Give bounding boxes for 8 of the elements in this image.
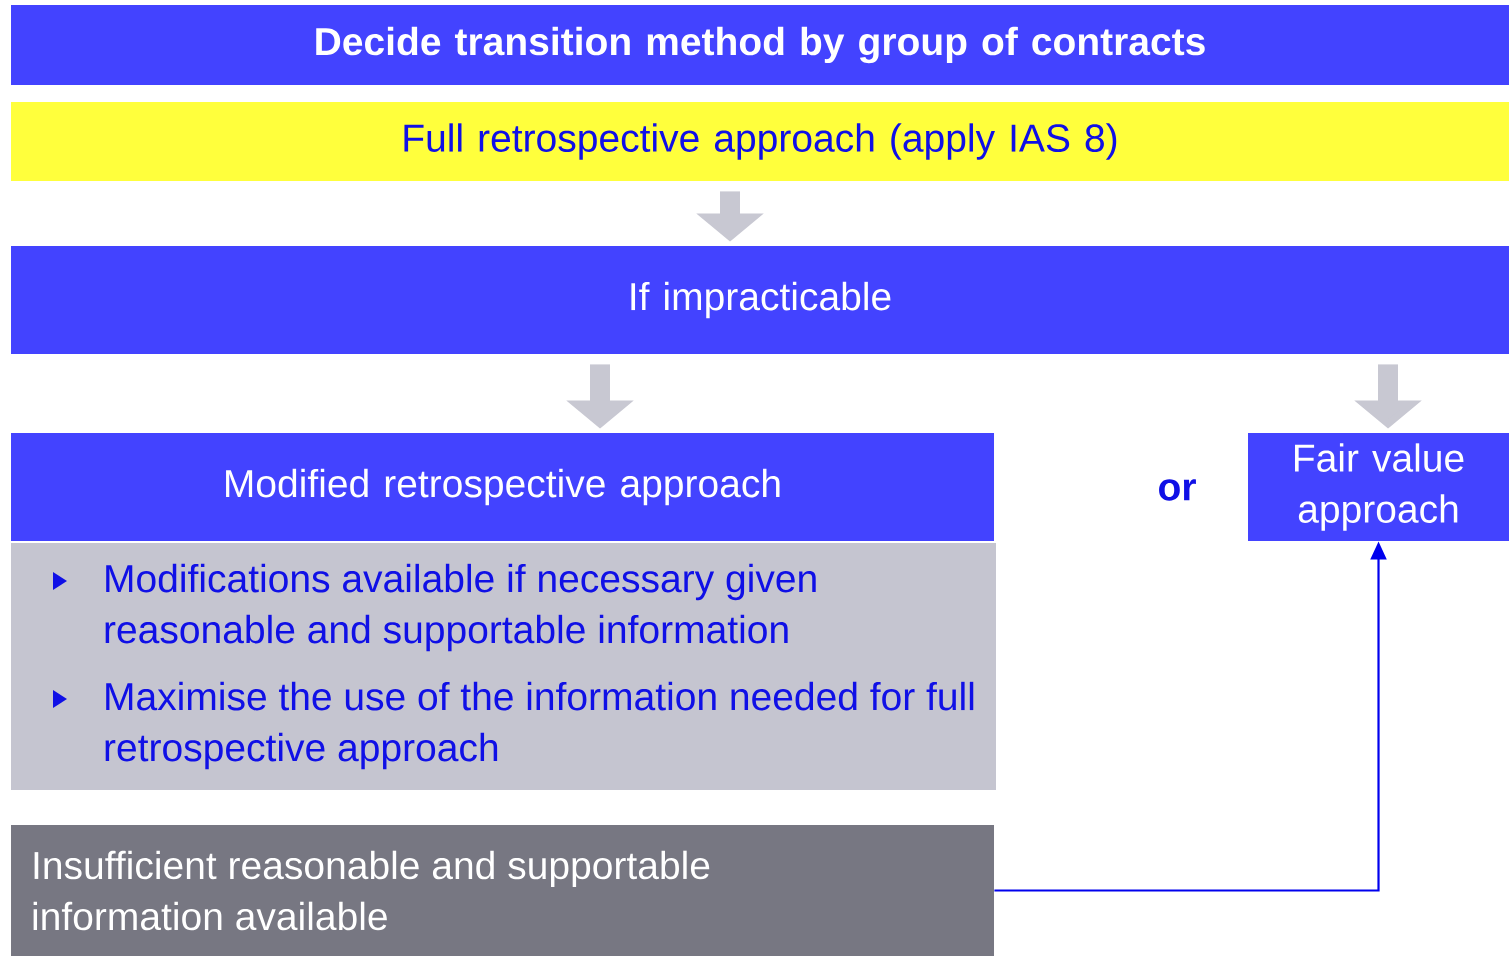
approach-box: Modified retrospective approach (11, 433, 994, 541)
bullet-panel: Modifications available if necessary given reasonable and supportable information Maximise the use of the information needed for full retrospective approach (11, 543, 996, 790)
approach-band: Full retrospective approach (apply IAS 8) (11, 102, 1509, 181)
title-band: Decide transition method by group of contracts (11, 5, 1509, 85)
condition-band: If impracticable (11, 246, 1509, 354)
approach-box: Fair value approach (1248, 433, 1509, 541)
connector-word: or (1159, 479, 1196, 501)
condition-box: Insufficient reasonable and supportable information available (11, 825, 994, 956)
